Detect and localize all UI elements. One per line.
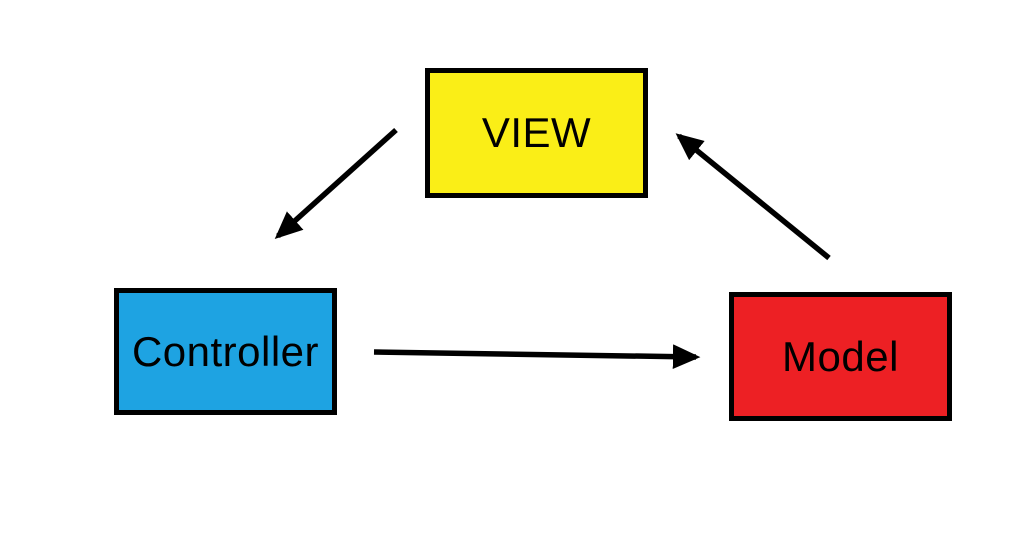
arrow-controller-to-model: [373, 344, 701, 370]
node-view: VIEW: [425, 68, 648, 198]
node-model-label: Model: [782, 332, 899, 380]
arrow-model-to-view: [675, 133, 831, 261]
arrow-view-to-controller: [274, 127, 398, 239]
node-controller: Controller: [114, 288, 337, 415]
node-controller-label: Controller: [131, 327, 320, 375]
node-view-label: VIEW: [481, 109, 592, 156]
node-model: Model: [729, 292, 952, 421]
